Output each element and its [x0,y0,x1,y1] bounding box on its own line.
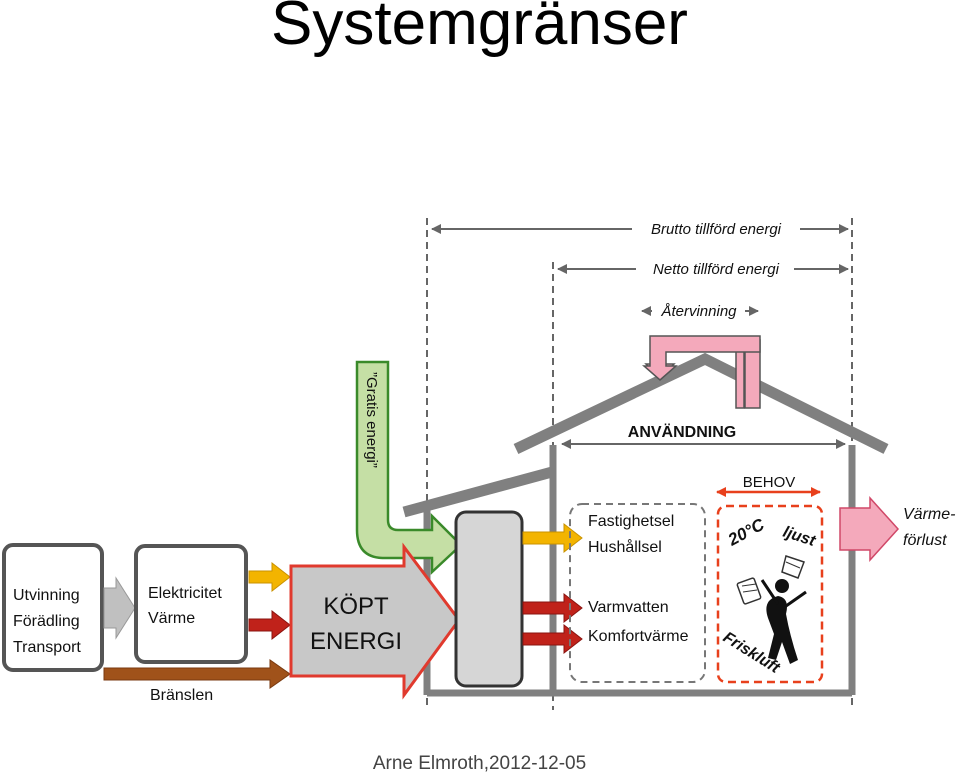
utvinning-label: Utvinning [13,587,80,604]
anvandning-arrow: ANVÄNDNING [561,420,846,449]
temp-label: 20°C [724,515,768,550]
branslen-label: Bränslen [150,687,213,704]
elektricitet-box: Elektricitet Värme [134,544,248,664]
person-figure-icon [760,579,807,664]
brown-arrow-bransle [103,659,291,689]
yellow-arrow-fastighetsel [522,522,583,554]
brutto-label: Brutto tillförd energi [651,221,782,238]
atervinning-label: Återvinning [660,303,737,320]
red-arrow-varme [248,609,291,641]
ljust-label: ljust [781,524,818,551]
behov-label: BEHOV [743,474,796,491]
varmvatten-label: Varmvatten [588,599,669,616]
light-bulb-icon [781,555,805,579]
atervinning-arrow: Återvinning [641,303,759,320]
foradling-label: Förädling [13,613,80,630]
telephone-icon [736,577,762,605]
hushallsel-label: Hushållsel [588,538,662,556]
varmeforlust-label-2: förlust [903,532,947,549]
gratis-energi-arrow: ”Gratis energi” [355,360,463,575]
komfortvarme-label: Komfortvärme [588,628,689,645]
netto-arrow: Netto tillförd energi [557,261,849,278]
recycling-arrow [642,335,761,409]
anvandning-label: ANVÄNDNING [628,423,736,441]
elektricitet-label: Elektricitet [148,585,222,602]
fastighetsel-label: Fastighetsel [588,513,674,530]
varmeforlust-label-1: Värme- [903,506,955,523]
red-arrow-komfortvarme [522,623,583,655]
varmeforlust-arrow [839,496,900,562]
utvinning-box: Utvinning Förädling Transport [2,543,104,672]
page-title: Systemgränser [271,0,688,58]
transport-label: Transport [13,639,81,656]
behov-box [716,504,824,684]
varme-label: Värme [148,610,195,627]
netto-label: Netto tillförd energi [653,261,780,278]
footer-author-date: Arne Elmroth,2012-12-05 [372,753,587,774]
energi-label: ENERGI [310,628,402,655]
brutto-arrow: Brutto tillförd energi [431,221,849,238]
kopt-label: KÖPT [323,593,389,620]
kopt-energi-arrow: KÖPT ENERGI [289,542,461,700]
usage-box [569,503,706,683]
energy-converter-box [454,510,524,688]
red-arrow-varmvatten [522,592,583,624]
grey-flow-arrow [103,576,136,640]
gratis-energi-label: ”Gratis energi” [363,372,380,468]
yellow-arrow-el [248,561,291,593]
behov-arrow: BEHOV [716,474,821,497]
